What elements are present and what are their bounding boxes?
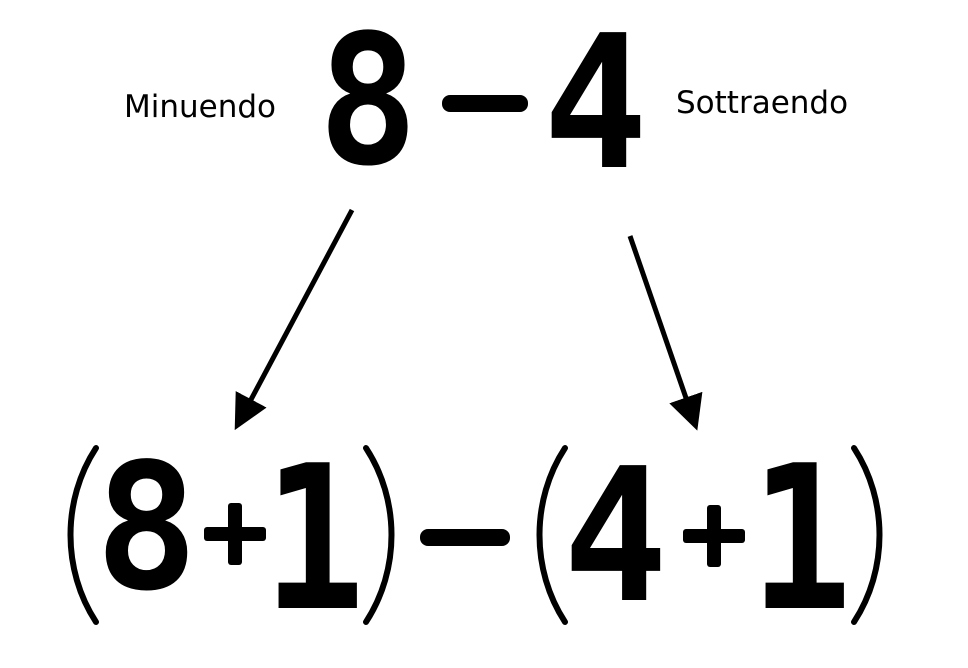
group2-digit-a: 4 [563, 428, 668, 644]
group1-digit-a: 8 [95, 427, 198, 630]
right-paren-2 [851, 445, 883, 625]
right-arrow [627, 235, 703, 431]
right-paren-1 [363, 445, 395, 625]
group2-plus-sign [683, 505, 745, 567]
left-arrow [234, 208, 355, 431]
group1-digit-b: 1 [263, 423, 365, 656]
minuend-label: Minuendo [124, 89, 276, 125]
subtrahend-digit: 4 [543, 0, 648, 211]
top-minus-sign [442, 95, 528, 112]
group1-plus-sign [204, 503, 266, 565]
subtrahend-label: Sottraendo [676, 85, 848, 121]
bottom-minus-sign [420, 529, 510, 546]
group2-digit-b: 1 [750, 423, 852, 656]
left-paren-1 [67, 445, 99, 625]
minuend-digit: 8 [318, 0, 418, 206]
left-paren-2 [536, 445, 568, 625]
